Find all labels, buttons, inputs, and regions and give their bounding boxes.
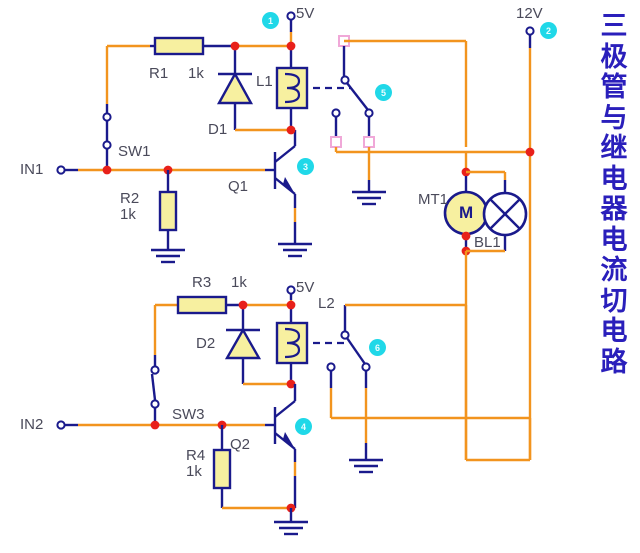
diagram-title-chinese: 三极管与继电器电流切电路 xyxy=(592,11,636,378)
supply-node-12v xyxy=(525,26,535,460)
label-r1-ref: R1 xyxy=(149,65,169,82)
ground-symbol-relay2 xyxy=(349,418,383,474)
title-char: 切 xyxy=(600,285,628,317)
junction-dot xyxy=(230,41,240,51)
ground-symbol-q2 xyxy=(274,508,308,536)
label-r4-ref: R4 xyxy=(186,447,206,464)
label-r3-ref: R3 xyxy=(192,274,212,291)
junction-dot xyxy=(286,41,296,51)
transistor-q1 xyxy=(265,130,297,244)
callout-badge-2[interactable]: 2 xyxy=(540,22,557,39)
junction-dot xyxy=(286,300,296,310)
label-r1-value: 1k xyxy=(188,65,204,82)
junction-dot xyxy=(102,165,112,175)
junction-dot xyxy=(286,379,296,389)
title-char: 电 xyxy=(600,316,628,347)
switch-sw3[interactable] xyxy=(150,305,160,425)
callout-badge-4[interactable]: 4 xyxy=(295,418,312,435)
title-char: 流 xyxy=(600,255,628,286)
resistor-r3-body xyxy=(176,295,228,315)
resistor-r1-body xyxy=(153,36,205,56)
junction-dot xyxy=(238,300,248,310)
ground-symbol-relay1 xyxy=(352,152,386,206)
label-mt1: MT1 xyxy=(418,191,448,208)
callout-badge-3[interactable]: 3 xyxy=(297,158,314,175)
label-q2: Q2 xyxy=(230,436,251,453)
title-char: 电 xyxy=(600,163,628,195)
label-l1: L1 xyxy=(256,73,273,90)
label-d1: D1 xyxy=(208,121,228,138)
label-supply-5v-top: 5V xyxy=(296,5,315,22)
resistor-r2-body xyxy=(158,190,178,232)
callout-badge-6[interactable]: 6 xyxy=(369,339,386,356)
supply-node-5v-top xyxy=(286,11,296,46)
diode-d2 xyxy=(224,327,262,384)
label-input-in2: IN2 xyxy=(20,416,44,433)
lamp-bl1 xyxy=(482,191,528,237)
junction-dot xyxy=(461,231,471,241)
label-sw1: SW1 xyxy=(118,143,151,160)
label-r2-value: 1k xyxy=(120,206,136,223)
junction-dot xyxy=(286,125,296,135)
label-sw3: SW3 xyxy=(172,406,205,423)
title-char: 路 xyxy=(600,346,628,378)
title-char: 极 xyxy=(600,41,628,73)
label-d2: D2 xyxy=(196,335,216,352)
label-input-in1: IN1 xyxy=(20,161,44,178)
title-char: 电 xyxy=(600,224,628,256)
label-l2: L2 xyxy=(318,295,335,312)
callout-badge-1[interactable]: 1 xyxy=(262,12,279,29)
title-char: 继 xyxy=(600,133,628,164)
title-char: 与 xyxy=(600,102,628,134)
label-r4-value: 1k xyxy=(186,463,202,480)
relay-coil-l1 xyxy=(275,46,309,130)
callout-badge-5[interactable]: 5 xyxy=(375,84,392,101)
label-q1: Q1 xyxy=(228,178,249,195)
supply-node-5v-bottom xyxy=(286,285,296,305)
title-char: 管 xyxy=(600,72,628,103)
label-r3-value: 1k xyxy=(231,274,247,291)
relay-contact-sw5 xyxy=(330,35,375,148)
label-r2-ref: R2 xyxy=(120,190,140,207)
motor-glyph-label: M xyxy=(459,203,474,222)
label-bl1: BL1 xyxy=(474,234,501,251)
input-terminal-in2 xyxy=(56,420,78,430)
junction-dot xyxy=(150,420,160,430)
ground-symbol-q1 xyxy=(278,242,312,258)
title-char: 三 xyxy=(600,11,628,42)
label-supply-12v: 12V xyxy=(516,5,543,22)
ground-symbol-r2 xyxy=(151,248,185,264)
label-supply-5v-bottom: 5V xyxy=(296,279,315,296)
input-terminal-in1 xyxy=(56,165,78,175)
relay-contact-sw6[interactable] xyxy=(326,305,371,388)
junction-dot xyxy=(525,147,535,157)
relay-coil-l2 xyxy=(275,305,309,384)
diode-d1 xyxy=(216,71,254,130)
switch-sw1[interactable] xyxy=(102,46,112,170)
resistor-r4-body xyxy=(212,448,232,490)
transistor-q2 xyxy=(265,384,297,508)
title-char: 器 xyxy=(600,194,628,225)
